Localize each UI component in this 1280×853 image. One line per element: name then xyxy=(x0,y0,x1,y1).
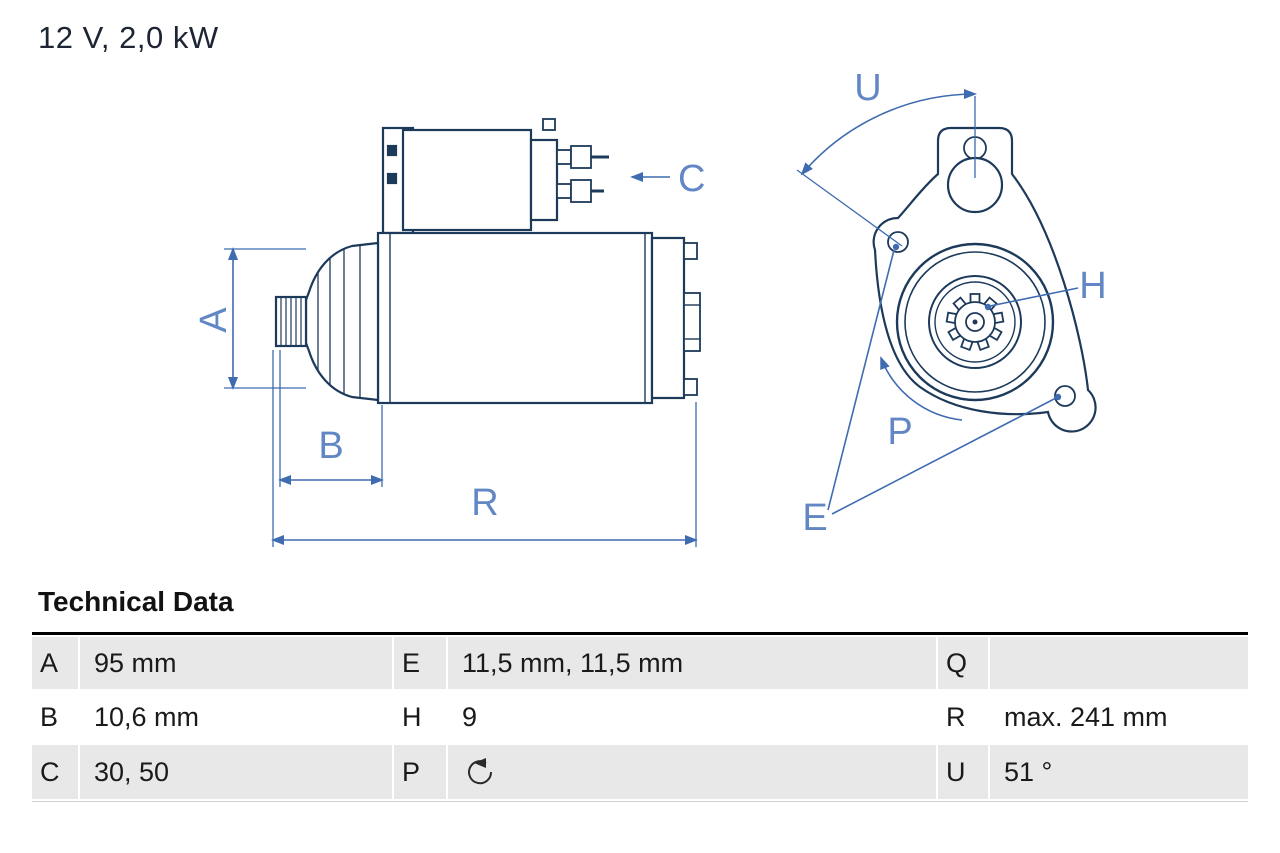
table-row: A 95 mm E 11,5 mm, 11,5 mm Q xyxy=(32,637,1248,689)
table-cell-label: U xyxy=(938,745,988,799)
dimension-label-b: B xyxy=(318,425,343,467)
pinion-gear-front xyxy=(945,293,1005,352)
technical-data-table: A 95 mm E 11,5 mm, 11,5 mm Q B 10,6 mm H… xyxy=(32,632,1248,802)
dimension-label-a: A xyxy=(193,307,235,333)
pinion-gear xyxy=(274,295,308,348)
table-cell-value: 30, 50 xyxy=(80,745,392,799)
dimension-b xyxy=(278,350,384,487)
dimension-label-c: C xyxy=(678,158,705,200)
dimension-h-leader xyxy=(984,287,1079,311)
table-cell-value: max. 241 mm xyxy=(990,691,1248,743)
drive-end-housing xyxy=(304,241,380,402)
table-cell-value: 51 ° xyxy=(990,745,1248,799)
table-cell-label: P xyxy=(394,745,446,799)
table-cell-label: A xyxy=(32,637,78,689)
table-cell-value xyxy=(990,637,1248,689)
dimension-label-p: P xyxy=(887,411,912,453)
table-cell-value-rotation xyxy=(448,745,936,799)
technical-data-heading: Technical Data xyxy=(38,586,234,617)
dimension-p-rotation-arrow xyxy=(880,356,963,421)
motor-body xyxy=(376,231,701,405)
technical-data-section: Technical Data A 95 mm E 11,5 mm, 11,5 m… xyxy=(32,586,1248,802)
table-cell-label: Q xyxy=(938,637,988,689)
table-cell-label: R xyxy=(938,691,988,743)
dimension-r xyxy=(271,350,698,547)
side-view-drawing xyxy=(274,118,701,405)
table-cell-label: C xyxy=(32,745,78,799)
dimension-label-u: U xyxy=(854,67,881,109)
counterclockwise-rotation-icon xyxy=(468,758,493,785)
front-view-drawing xyxy=(872,126,1097,433)
dimension-label-e: E xyxy=(802,497,827,539)
dimension-a xyxy=(224,247,306,390)
page-title: 12 V, 2,0 kW xyxy=(38,20,219,55)
dimension-u xyxy=(796,89,977,247)
solenoid xyxy=(381,118,609,235)
dimension-e-leaders xyxy=(827,243,1062,515)
starter-motor-technical-drawing: A B R C xyxy=(193,67,1107,547)
table-cell-label: H xyxy=(394,691,446,743)
table-cell-label: E xyxy=(394,637,446,689)
table-cell-value: 11,5 mm, 11,5 mm xyxy=(448,637,936,689)
dimension-label-r: R xyxy=(471,482,498,524)
table-row: C 30, 50 P U 51 ° xyxy=(32,745,1248,799)
solenoid-terminals xyxy=(556,145,609,203)
table-cell-label: B xyxy=(32,691,78,743)
table-cell-value: 95 mm xyxy=(80,637,392,689)
table-row: B 10,6 mm H 9 R max. 241 mm xyxy=(32,691,1248,743)
table-cell-value: 9 xyxy=(448,691,936,743)
table-cell-value: 10,6 mm xyxy=(80,691,392,743)
dimension-label-h: H xyxy=(1079,265,1106,307)
